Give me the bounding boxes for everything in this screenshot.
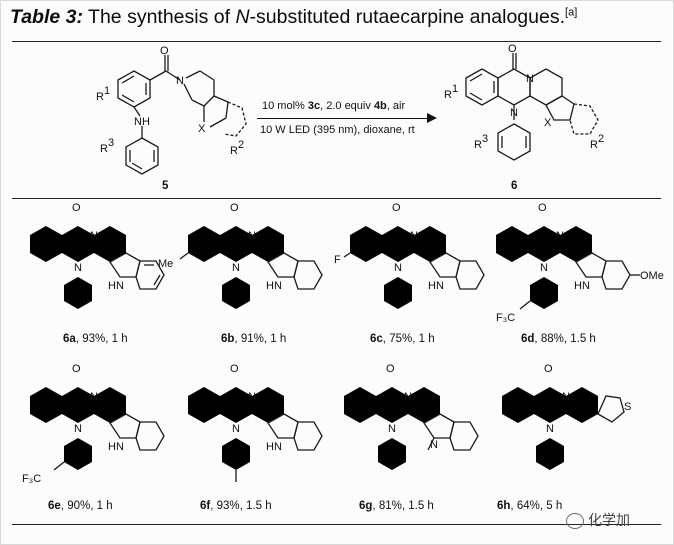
caption-6f: 6f, 93%, 1.5 h bbox=[200, 500, 272, 512]
fluoro-label: F bbox=[334, 254, 341, 266]
table-title: Table 3: The synthesis of N-substituted … bbox=[10, 6, 577, 34]
caption-6g: 6g, 81%, 1.5 h bbox=[359, 500, 434, 512]
reaction-arrowhead bbox=[427, 113, 437, 123]
reaction-arrow bbox=[257, 118, 429, 119]
watermark: 化学加 bbox=[566, 510, 630, 530]
product-x-label: X bbox=[544, 117, 552, 129]
svg-text:O: O bbox=[230, 363, 239, 375]
svg-text:O: O bbox=[544, 363, 553, 375]
r1-label: R bbox=[96, 91, 104, 103]
table-label: Table 3: bbox=[10, 6, 83, 28]
caption-6b: 6b, 91%, 1 h bbox=[221, 333, 287, 345]
cf3-label-6e: F₃C bbox=[22, 473, 41, 485]
svg-text:N: N bbox=[232, 423, 240, 435]
condition-line-1: 10 mol% 3c, 2.0 equiv 4b, air bbox=[262, 100, 406, 112]
r2-superscript: 2 bbox=[238, 139, 244, 151]
product-r2-label: R bbox=[590, 139, 598, 151]
x-label: X bbox=[198, 123, 206, 135]
bottom-rule bbox=[12, 524, 661, 525]
svg-text:O: O bbox=[72, 363, 81, 375]
product-structure: R 1 O N N R 3 X R 2 bbox=[444, 43, 604, 161]
svg-text:N: N bbox=[248, 391, 256, 403]
structure-6a: O N N HN bbox=[20, 202, 165, 315]
svg-text:N: N bbox=[562, 391, 570, 403]
svg-text:N: N bbox=[410, 230, 418, 242]
r1-superscript: 1 bbox=[104, 85, 110, 97]
svg-text:N: N bbox=[404, 391, 412, 403]
caption-6a: 6a, 93%, 1 h bbox=[63, 333, 128, 345]
svg-text:O: O bbox=[392, 202, 401, 214]
product-r3-label: R bbox=[474, 139, 482, 151]
title-text-after: -substituted rutaecarpine analogues. bbox=[249, 6, 566, 28]
svg-text:N: N bbox=[248, 230, 256, 242]
caption-6e: 6e, 90%, 1 h bbox=[48, 500, 113, 512]
svg-text:N: N bbox=[430, 439, 438, 451]
svg-text:N: N bbox=[540, 262, 548, 274]
structure-6h: O N N S bbox=[502, 363, 631, 470]
title-text-before: The synthesis of bbox=[88, 6, 236, 28]
svg-text:3: 3 bbox=[482, 133, 488, 145]
svg-text:N: N bbox=[394, 262, 402, 274]
caption-6d: 6d, 88%, 1.5 h bbox=[521, 333, 596, 345]
svg-text:N: N bbox=[388, 423, 396, 435]
reactant-nitrogen: N bbox=[176, 75, 184, 87]
structure-6g: O N N N bbox=[344, 363, 479, 470]
svg-text:O: O bbox=[538, 202, 547, 214]
svg-text:HN: HN bbox=[428, 280, 444, 292]
structure-6e: O N N HN F₃C bbox=[22, 363, 165, 485]
methyl-label: Me bbox=[158, 258, 173, 270]
reactant-structure: R 1 O N NH R 3 X R 2 bbox=[96, 45, 247, 175]
svg-text:N: N bbox=[74, 262, 82, 274]
cf3-label-6d: F₃C bbox=[496, 312, 515, 324]
r3-label: R bbox=[100, 143, 108, 155]
svg-text:2: 2 bbox=[598, 133, 604, 145]
sulfur-label: S bbox=[624, 401, 631, 413]
svg-text:N: N bbox=[90, 230, 98, 242]
svg-text:HN: HN bbox=[574, 280, 590, 292]
svg-text:HN: HN bbox=[108, 280, 124, 292]
title-footnote: [a] bbox=[565, 6, 578, 19]
svg-text:N: N bbox=[90, 391, 98, 403]
r2-label: R bbox=[230, 145, 238, 157]
title-italic-n: N bbox=[235, 6, 250, 28]
svg-text:O: O bbox=[72, 202, 81, 214]
caption-6c: 6c, 75%, 1 h bbox=[370, 333, 435, 345]
svg-text:O: O bbox=[386, 363, 395, 375]
structure-6c: O N N HN F bbox=[334, 202, 485, 315]
svg-text:N: N bbox=[232, 262, 240, 274]
title-rule bbox=[12, 41, 661, 42]
svg-text:N: N bbox=[74, 423, 82, 435]
scheme-rule bbox=[12, 198, 661, 199]
reactant-oxygen: O bbox=[160, 45, 169, 57]
svg-text:1: 1 bbox=[452, 83, 458, 95]
svg-text:HN: HN bbox=[266, 280, 282, 292]
structure-6d: O N N HN OMe F₃C bbox=[496, 202, 664, 324]
svg-text:HN: HN bbox=[266, 441, 282, 453]
methoxy-label: OMe bbox=[640, 270, 664, 282]
nh-label: NH bbox=[134, 116, 150, 128]
product-label: 6 bbox=[511, 180, 518, 192]
svg-text:O: O bbox=[230, 202, 239, 214]
wechat-icon bbox=[566, 513, 584, 530]
condition-line-2: 10 W LED (395 nm), dioxane, rt bbox=[260, 124, 415, 136]
r3-superscript: 3 bbox=[108, 137, 114, 149]
svg-text:N: N bbox=[546, 423, 554, 435]
structure-6f: O N N HN bbox=[188, 363, 323, 482]
structure-6b: O N N HN Me bbox=[158, 202, 323, 315]
svg-text:N: N bbox=[556, 230, 564, 242]
svg-text:N: N bbox=[510, 107, 518, 119]
reactant-label: 5 bbox=[162, 180, 169, 192]
svg-text:HN: HN bbox=[108, 441, 124, 453]
svg-text:O: O bbox=[508, 43, 517, 55]
svg-text:N: N bbox=[526, 73, 534, 85]
product-r1-label: R bbox=[444, 89, 452, 101]
caption-6h: 6h, 64%, 5 h bbox=[497, 500, 563, 512]
